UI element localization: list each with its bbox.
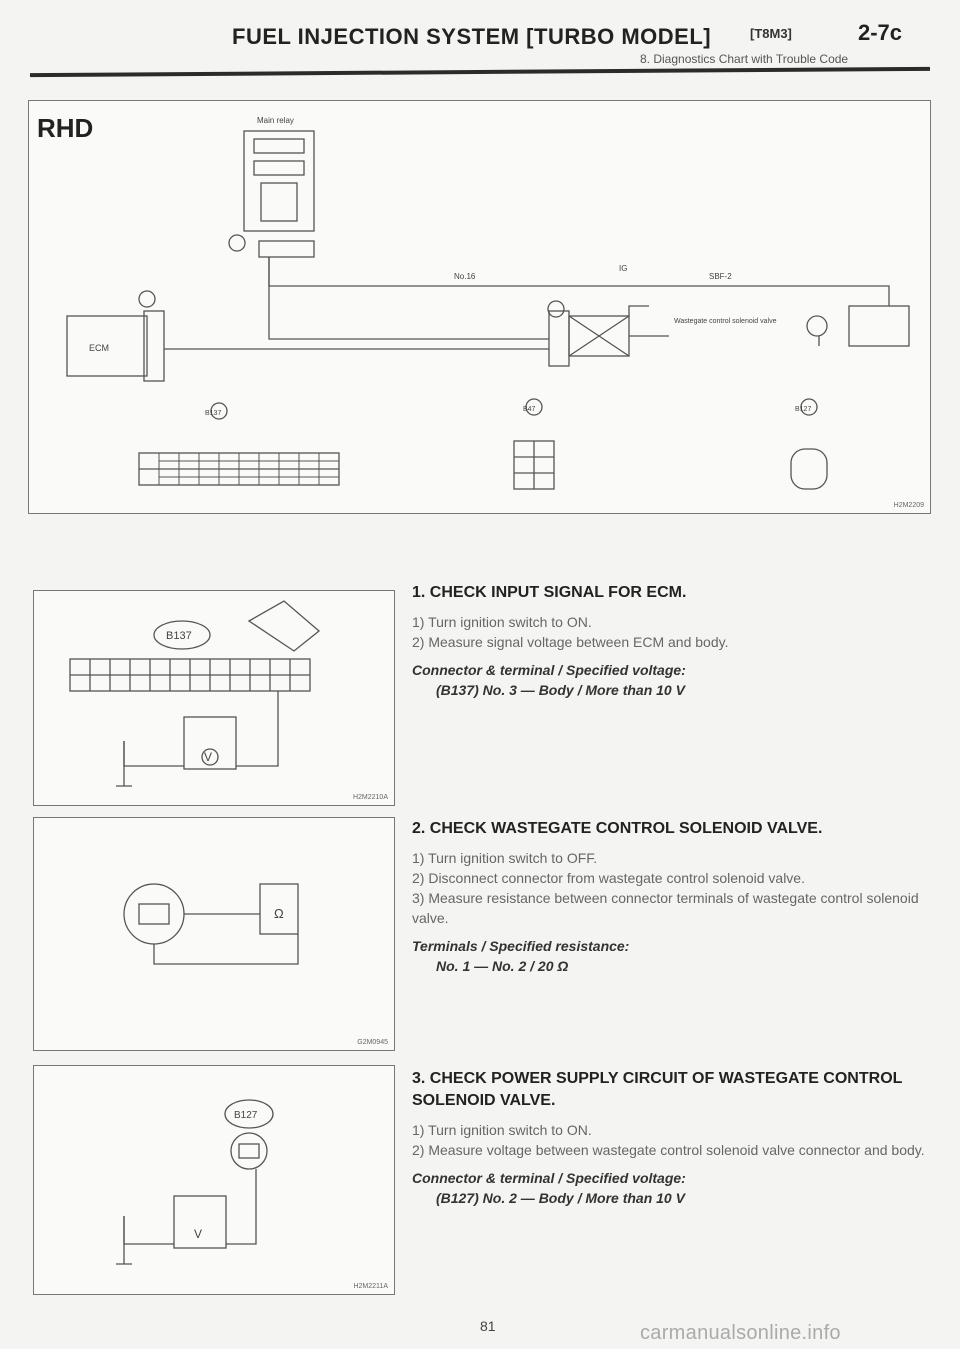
power-supply-drawing: B127 V	[116, 1099, 274, 1265]
step-instruction: 1) Turn ignition switch to OFF.	[412, 850, 598, 866]
step-instruction: 2) Disconnect connector from wastegate c…	[412, 870, 805, 886]
spec-value: (B127) No. 2 — Body / More than 10 V	[436, 1190, 685, 1206]
step-1: 1. CHECK INPUT SIGNAL FOR ECM. 1) Turn i…	[412, 582, 932, 700]
spec-title: Connector & terminal / Specified voltage…	[412, 1170, 686, 1186]
ecm-label: ECM	[89, 343, 109, 353]
figure-code: H2M2210A	[352, 794, 388, 801]
figure-code: H2M2209	[893, 502, 924, 509]
step-instruction: 3) Measure resistance between connector …	[412, 890, 919, 926]
wiring-diagram-drawing: Main relay ECM No.16 IG SBF-2 Wastegate …	[66, 116, 910, 490]
step-title: 1. CHECK INPUT SIGNAL FOR ECM.	[412, 584, 687, 601]
fuse-label: No.16	[454, 272, 476, 281]
step-3: 3. CHECK POWER SUPPLY CIRCUIT OF WASTEGA…	[412, 1068, 932, 1208]
spec-value: (B137) No. 3 — Body / More than 10 V	[436, 682, 685, 698]
step-instruction: 1) Turn ignition switch to ON.	[412, 614, 592, 630]
region-label: RHD	[37, 113, 94, 143]
wiring-diagram: RHD	[28, 100, 931, 514]
step-title: 2. CHECK WASTEGATE CONTROL SOLENOID VALV…	[412, 820, 823, 837]
connector-b127-label: B127	[795, 406, 811, 413]
sbf-label: SBF-2	[709, 272, 732, 281]
watermark: carmanualsonline.info	[640, 1322, 841, 1344]
meter-label: Ω	[274, 906, 284, 921]
step-instruction: 2) Measure signal voltage between ECM an…	[412, 634, 729, 650]
header-divider	[29, 66, 931, 78]
figure-ecm-check: B137 V H2M2210A	[33, 590, 395, 806]
page-number: 81	[480, 1318, 496, 1334]
main-relay-label: Main relay	[257, 116, 294, 125]
meter-label: V	[204, 750, 212, 764]
section-code: [T8M3]	[750, 26, 792, 41]
ignition-label: IG	[619, 264, 627, 273]
figure-code: H2M2211A	[353, 1283, 388, 1290]
meter-label: V	[194, 1227, 202, 1241]
step-instruction: 2) Measure voltage between wastegate con…	[412, 1142, 925, 1158]
figure-code: G2M0945	[357, 1039, 388, 1046]
spec-value: No. 1 — No. 2 / 20 Ω	[436, 958, 569, 974]
solenoid-label: Wastegate control solenoid valve	[674, 318, 777, 325]
figure-power-supply: B127 V H2M2211A	[33, 1065, 395, 1295]
solenoid-resistance-drawing: Ω	[123, 883, 299, 965]
page-subtitle: 8. Diagnostics Chart with Trouble Code	[640, 52, 849, 66]
spec-title: Connector & terminal / Specified voltage…	[412, 662, 686, 678]
connector-label: B137	[166, 630, 192, 642]
step-title: 3. CHECK POWER SUPPLY CIRCUIT OF WASTEGA…	[412, 1070, 903, 1109]
section-page: 2-7c	[858, 20, 903, 45]
connector-label: B127	[234, 1110, 258, 1121]
spec-title: Terminals / Specified resistance:	[412, 938, 630, 954]
step-instruction: 1) Turn ignition switch to ON.	[412, 1122, 592, 1138]
connector-b47-label: B47	[523, 406, 536, 413]
ecm-check-drawing: B137 V	[69, 600, 321, 787]
figure-solenoid-resistance: Ω G2M0945	[33, 817, 395, 1051]
page-title: FUEL INJECTION SYSTEM [TURBO MODEL]	[232, 24, 712, 49]
step-2: 2. CHECK WASTEGATE CONTROL SOLENOID VALV…	[412, 818, 932, 976]
page-header: FUEL INJECTION SYSTEM [TURBO MODEL] [T8M…	[0, 0, 960, 90]
connector-b137-label: B137	[205, 410, 221, 417]
